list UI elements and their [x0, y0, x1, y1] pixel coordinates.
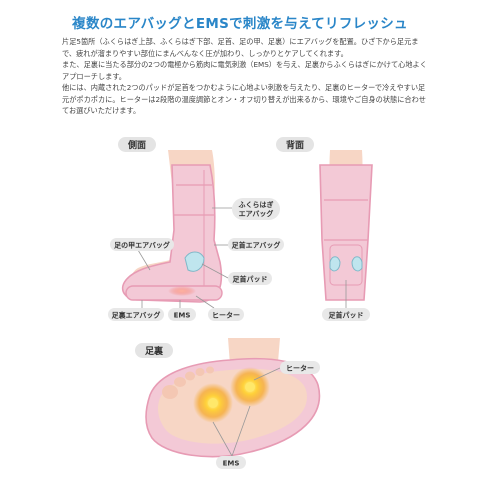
- ankle-pad-back-right: [351, 256, 363, 272]
- label-calf-airbag-line2: エアバッグ: [239, 209, 274, 218]
- back-view: 背面 足首パッド: [276, 137, 373, 321]
- side-view: 側面 ふくらはぎ エアバッグ 足の甲エアバッグ 足首エアバッグ: [108, 137, 284, 321]
- label-sole-airbag: 足裏エアバッグ: [108, 300, 164, 321]
- sole-view: 足裏 ヒーター EMS: [135, 338, 321, 469]
- description: 片足5箇所（ふくらはぎ上部、ふくらはぎ下部、足首、足の甲、足裏）にエアバッグを配…: [62, 36, 432, 117]
- svg-text:足首パッド: 足首パッド: [329, 311, 364, 320]
- page-title: 複数のエアバッグとEMSで刺激を与えてリフレッシュ: [72, 16, 408, 32]
- svg-text:ヒーター: ヒーター: [286, 364, 314, 373]
- description-paragraph-2: また、足裏に当たる部分の2つの電極から筋肉に電気刺激（EMS）を与え、足裏からふ…: [62, 60, 427, 81]
- description-paragraph-1: 片足5箇所（ふくらはぎ上部、ふくらはぎ下部、足首、足の甲、足裏）にエアバッグを配…: [62, 37, 419, 58]
- back-view-heading-pill: [276, 137, 314, 152]
- svg-text:ヒーター: ヒーター: [212, 311, 240, 320]
- boot-back: [319, 164, 373, 301]
- label-ems-sole: EMS: [212, 405, 251, 469]
- ankle-pad-back-left: [329, 256, 341, 272]
- description-paragraph-3: 他には、内蔵された2つのパッドが足首をつかむように心地よい刺激を与えたり、足裏の…: [62, 83, 426, 115]
- label-ankle-pad: 足首パッド: [201, 263, 272, 285]
- svg-text:足の甲エアバッグ: 足の甲エアバッグ: [114, 241, 170, 250]
- ankle-pad-side: [184, 251, 205, 272]
- svg-text:足首エアバッグ: 足首エアバッグ: [232, 241, 281, 250]
- svg-text:足首パッド: 足首パッド: [233, 275, 268, 284]
- svg-text:EMS: EMS: [174, 312, 191, 320]
- label-calf-airbag: ふくらはぎ エアバッグ: [212, 198, 280, 220]
- sole-view-heading: 足裏: [145, 345, 164, 357]
- sole-view-heading-pill: [135, 343, 173, 358]
- side-view-heading-pill: [118, 137, 156, 152]
- svg-text:EMS: EMS: [223, 460, 240, 468]
- back-view-heading: 背面: [286, 139, 304, 151]
- label-ankle-airbag: 足首エアバッグ: [214, 238, 284, 251]
- label-heater-side: ヒーター: [195, 295, 244, 321]
- label-ankle-pad-back: 足首パッド: [322, 280, 370, 321]
- label-calf-airbag-line1: ふくらはぎ: [239, 200, 274, 209]
- heater-side-glow: [168, 286, 196, 296]
- label-ems-side: EMS: [168, 300, 196, 321]
- label-heater-sole: ヒーター: [253, 361, 320, 381]
- side-view-heading: 側面: [127, 139, 146, 151]
- svg-text:足裏エアバッグ: 足裏エアバッグ: [112, 311, 161, 320]
- label-instep-airbag: 足の甲エアバッグ: [110, 238, 174, 271]
